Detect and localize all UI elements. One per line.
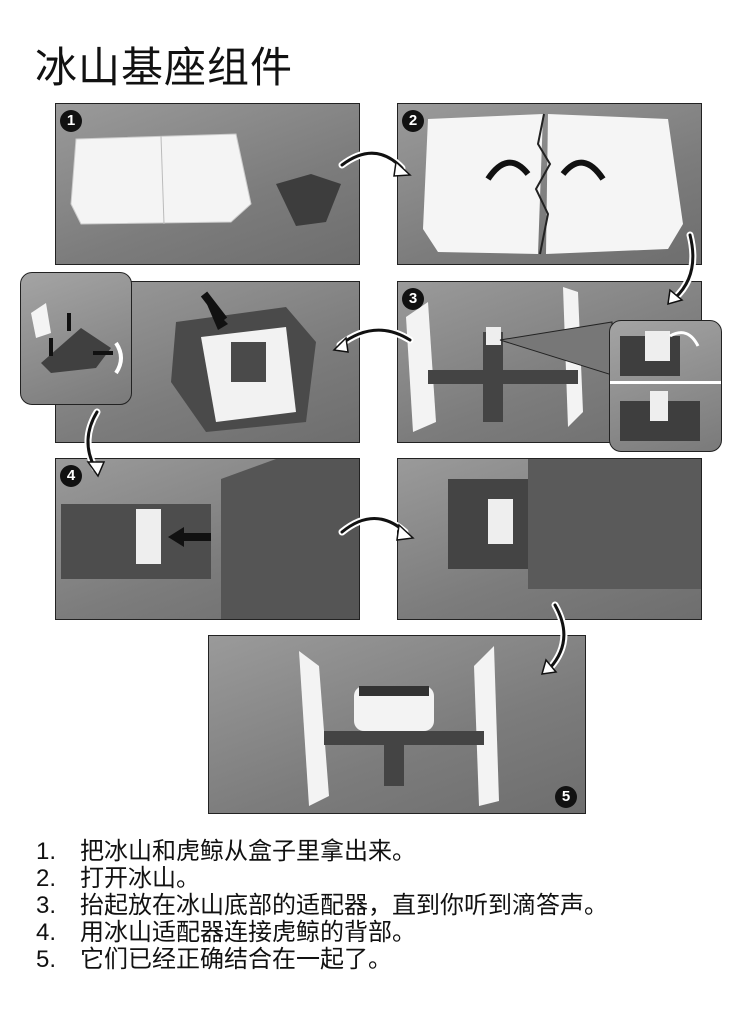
step-number-badge: 5 — [555, 786, 577, 808]
step-number-badge: 2 — [402, 110, 424, 132]
inset-adapter-detail — [20, 272, 132, 405]
step-number: 4. — [36, 919, 57, 946]
step-number: 5. — [36, 946, 57, 973]
adapter-detail-image — [31, 303, 123, 375]
completed-assembly-image — [299, 646, 499, 806]
step-item: 4. 用冰山适配器连接虎鲸的背部。 — [36, 919, 608, 946]
iceberg-pieces-image — [70, 133, 341, 226]
photo-step-4-result — [397, 458, 702, 620]
step-text: 抬起放在冰山底部的适配器，直到你听到滴答声。 — [80, 892, 608, 919]
step-list: 1. 把冰山和虎鲸从盒子里拿出来。 2. 打开冰山。 3. 抬起放在冰山底部的适配器，… — [36, 838, 608, 973]
step-item: 1. 把冰山和虎鲸从盒子里拿出来。 — [36, 838, 608, 865]
step-text: 把冰山和虎鲸从盒子里拿出来。 — [80, 838, 416, 865]
step-number: 3. — [36, 892, 57, 919]
inset-click-detail — [609, 320, 722, 452]
step-number: 1. — [36, 838, 57, 865]
photo-step-1: 1 — [55, 103, 360, 265]
step-text: 它们已经正确结合在一起了。 — [80, 946, 392, 973]
iceberg-open-image — [423, 113, 683, 255]
photo-step-2: 2 — [397, 103, 702, 265]
attached-adapter-image — [448, 459, 701, 589]
step-number: 2. — [36, 865, 57, 892]
photo-step-5: 5 — [208, 635, 586, 814]
step-text: 用冰山适配器连接虎鲸的背部。 — [80, 919, 416, 946]
click-detail-image — [610, 331, 721, 441]
attach-adapter-image — [61, 459, 359, 619]
adapter-closeup-image — [171, 291, 316, 432]
step-item: 2. 打开冰山。 — [36, 865, 608, 892]
step-number-badge: 4 — [60, 465, 82, 487]
step-item: 5. 它们已经正确结合在一起了。 — [36, 946, 608, 973]
photo-step-4: 4 — [55, 458, 360, 620]
step-number-badge: 1 — [60, 110, 82, 132]
step-number-badge: 3 — [402, 288, 424, 310]
page-title: 冰山基座组件 — [35, 43, 294, 92]
step-text: 打开冰山。 — [80, 865, 200, 892]
step-item: 3. 抬起放在冰山底部的适配器，直到你听到滴答声。 — [36, 892, 608, 919]
